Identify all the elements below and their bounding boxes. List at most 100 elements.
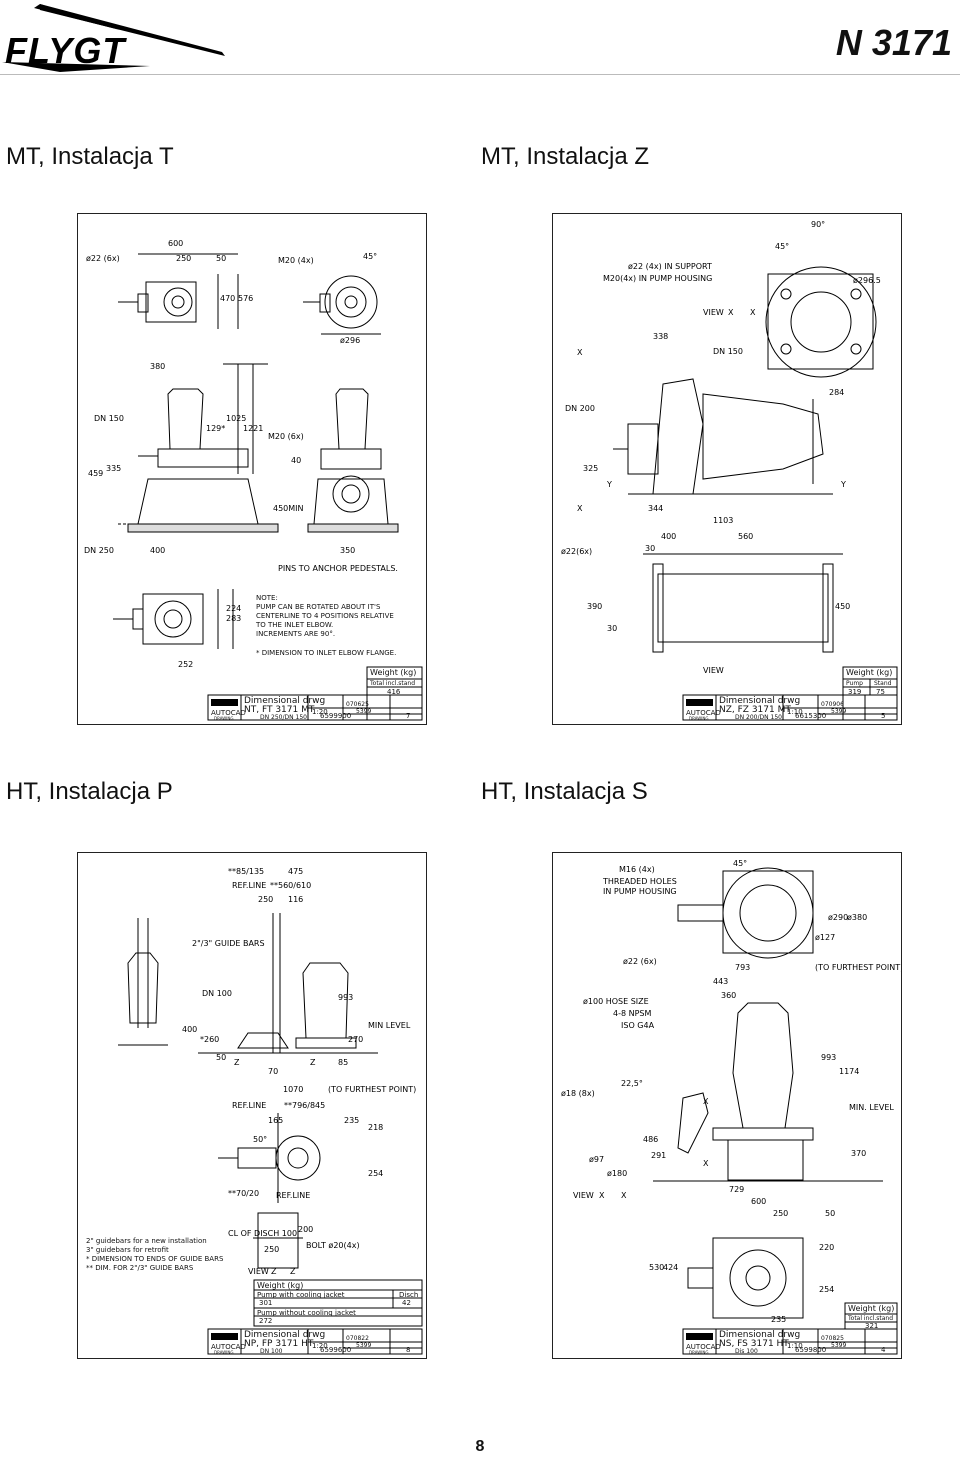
dim-label: Y <box>841 480 846 489</box>
dim-label: 344 <box>648 504 664 513</box>
cad-label: AUTOCAD <box>211 709 246 717</box>
dim-label: ø22 (6x) <box>86 254 120 263</box>
dim-label: 50 <box>825 1209 836 1218</box>
dim-label: 1174 <box>839 1067 860 1076</box>
drawing-number: 6615300 <box>795 712 827 720</box>
dim-label: CL OF DISCH 100 <box>228 1229 298 1238</box>
weight-value-stand: 75 <box>876 688 885 696</box>
dim-label: DN 100 <box>202 989 232 998</box>
dim-label: 45° <box>775 242 790 251</box>
cad-sublabel: DRAWING <box>689 1350 709 1355</box>
dim-label: Z <box>271 1267 277 1276</box>
dim-label: 400 <box>182 1025 198 1034</box>
view-yy-label: VIEW <box>703 666 724 675</box>
dim-label: THREADED HOLES <box>603 877 677 886</box>
dim-label: 1070 <box>283 1085 304 1094</box>
dim-label: 576 <box>238 294 254 303</box>
dim-label: M16 (4x) <box>619 865 655 874</box>
drawing-date: 070822 <box>346 1335 369 1342</box>
drawing-number: 6599800 <box>795 1346 827 1354</box>
dim-label: 993 <box>338 993 354 1002</box>
dim-label: 486 <box>643 1135 659 1144</box>
dim-label: 30 <box>645 544 656 553</box>
drawing-ht-p: **85/135 475 REF.LINE **560/610 250 116 … <box>77 852 427 1359</box>
dim-label: 1025 <box>226 414 247 423</box>
dim-label: 335 <box>106 464 122 473</box>
dim-label: 116 <box>288 895 304 904</box>
dim-label: Y <box>607 480 612 489</box>
drawing-ref: 5399 <box>831 1342 847 1349</box>
dim-label: 284 <box>829 388 845 397</box>
dim-label: 2"/3" GUIDE BARS <box>192 939 265 948</box>
drawing-mt-z: 90° ø22 (4x) IN SUPPORT M20(4x) IN PUMP … <box>552 213 902 725</box>
dim-label: X <box>621 1191 627 1200</box>
dim-label: 40 <box>291 456 302 465</box>
title-block: AUTOCAD DRAWING Dimensional drwg NZ, FZ … <box>683 695 897 721</box>
dim-label: 250 <box>176 254 192 263</box>
weight-title: Weight (kg) <box>848 1304 895 1313</box>
dim-label: 250 <box>264 1245 280 1254</box>
dim-label: ø97 <box>589 1155 605 1164</box>
dim-label: REF.LINE <box>232 1101 267 1110</box>
drawing-number: 6599600 <box>320 1346 352 1354</box>
dim-label: 224 <box>226 604 242 613</box>
dim-label: IN PUMP HOUSING <box>603 887 677 896</box>
dim-label: X <box>728 308 734 317</box>
dim-label: **70/20 <box>228 1189 260 1198</box>
dim-label: ø22 (4x) IN SUPPORT <box>628 262 712 271</box>
dim-label: REF.LINE <box>276 1191 311 1200</box>
dim-label: 400 <box>661 532 677 541</box>
dim-label: 218 <box>368 1123 384 1132</box>
header-divider <box>0 74 960 75</box>
dim-label: X <box>703 1097 709 1106</box>
weight-title: Weight (kg) <box>257 1281 304 1290</box>
dim-label: 250 <box>258 895 274 904</box>
section-title-ht-p: HT, Instalacja P <box>6 778 173 805</box>
cad-sublabel: DRAWING <box>689 716 709 721</box>
dim-label: 220 <box>819 1243 835 1252</box>
drawing-date: 070625 <box>346 701 369 708</box>
weight-value: 321 <box>865 1322 879 1330</box>
weight-title: Weight (kg) <box>846 668 893 677</box>
section-title-mt-t: MT, Instalacja T <box>6 143 174 170</box>
dim-label: Z <box>290 1267 296 1276</box>
dim-label: 325 <box>583 464 599 473</box>
dim-label: ø22(6x) <box>561 547 593 556</box>
page-number: 8 <box>475 1438 485 1455</box>
weight-title: Weight (kg) <box>370 668 417 677</box>
dim-label: 470 <box>220 294 236 303</box>
weight-column: Total incl.stand <box>370 680 416 687</box>
cad-label: AUTOCAD <box>211 1343 246 1351</box>
dim-label: ø296 <box>340 336 361 345</box>
drawing-ref: 5399 <box>831 708 847 715</box>
dim-label: MIN. LEVEL <box>849 1103 894 1112</box>
cad-sublabel: DRAWING <box>214 1350 234 1355</box>
weight-row-label: Pump without cooling jacket <box>257 1309 356 1317</box>
drawing-code: NS, FS 3171 HT <box>719 1339 789 1349</box>
drawing-dn: DN 200/DN 150 <box>735 714 782 721</box>
dim-label: ø180 <box>607 1169 628 1178</box>
dim-label: 600 <box>168 239 184 248</box>
dim-label: 360 <box>721 991 737 1000</box>
dim-label: REF.LINE <box>232 881 267 890</box>
sheet-number: 8 <box>406 1346 411 1354</box>
drawing-ht-s: M16 (4x) THREADED HOLES IN PUMP HOUSING … <box>552 852 902 1359</box>
dim-label: 350 <box>340 546 356 555</box>
section-title-mt-z: MT, Instalacja Z <box>481 143 650 170</box>
drawing-mt-t-graphic <box>113 253 423 721</box>
dim-label: 600 <box>751 1197 767 1206</box>
cad-label: AUTOCAD <box>686 1343 721 1351</box>
dim-label: **796/845 <box>284 1101 326 1110</box>
dim-label: 400 <box>150 546 166 555</box>
drawing-ref: 5399 <box>356 708 372 715</box>
drawing-code: NZ, FZ 3171 MT <box>719 705 791 715</box>
drawing-number: 6599900 <box>320 712 352 720</box>
drawing-name: Dimensional drwg <box>244 1330 326 1340</box>
dim-label: 235 <box>344 1116 360 1125</box>
drawing-mt-t: ø22 (6x) 600 250 50 M20 (4x) 45° 470 576… <box>77 213 427 725</box>
dim-label: 70 <box>268 1067 279 1076</box>
weight-disch-label: Disch <box>399 1291 419 1299</box>
dim-label: 450MIN <box>273 504 304 513</box>
dim-label: 475 <box>288 867 304 876</box>
dim-label: 270 <box>348 1035 364 1044</box>
